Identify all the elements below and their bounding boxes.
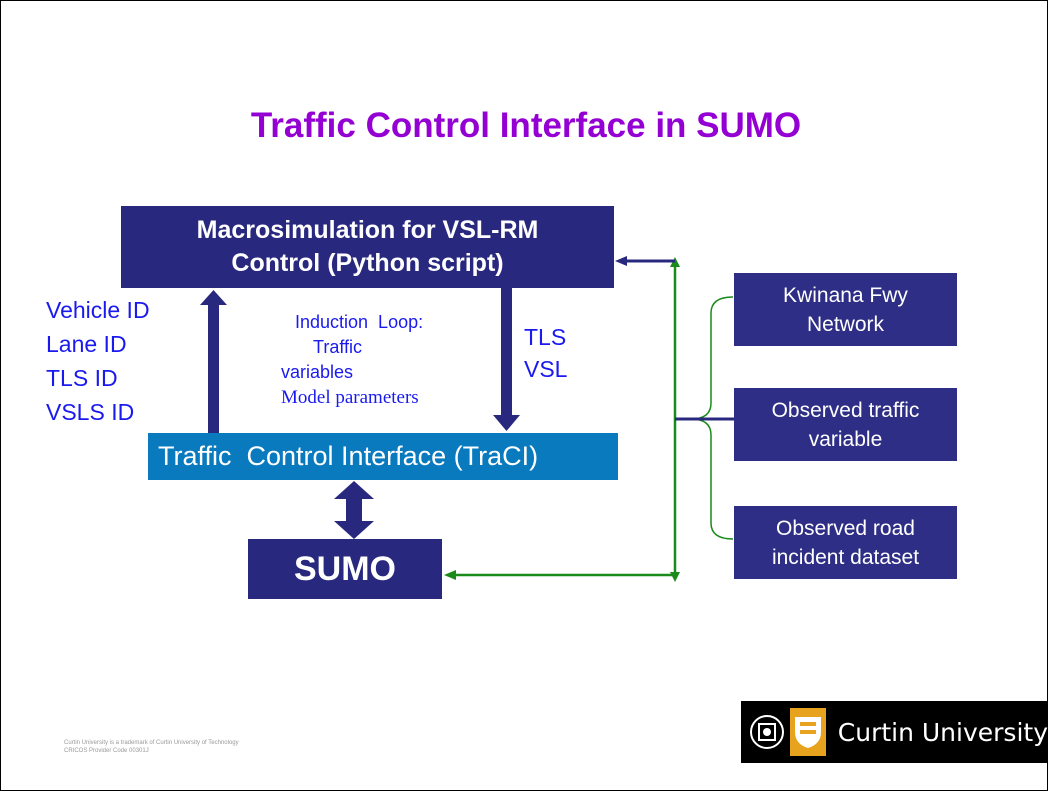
down-arrow (493, 288, 520, 431)
sumo-box: SUMO (248, 539, 442, 599)
footer-trademark: Curtin University is a trademark of Curt… (64, 740, 239, 746)
label-induction-loop: Induction Loop: (295, 312, 424, 332)
traci-box: Traffic Control Interface (TraCI) (148, 433, 618, 480)
slide-title: Traffic Control Interface in SUMO (250, 106, 802, 145)
right-labels: TLS VSL (524, 321, 567, 385)
data-source-traffic-line2: variable (808, 427, 883, 451)
label-lane-id: Lane ID (46, 331, 127, 357)
curtin-shield-icon (790, 708, 826, 756)
green-connector (444, 257, 680, 582)
macrosimulation-line1: Macrosimulation for VSL-RM (196, 216, 539, 244)
footer-text: Curtin University is a trademark of Curt… (64, 739, 239, 755)
data-source-kwinana-line1: Kwinana Fwy (783, 283, 908, 307)
label-tls: TLS (524, 324, 567, 350)
footer-cricos: CRICOS Provider Code 00301J (64, 748, 149, 754)
data-source-traffic: Observed traffic variable (734, 388, 957, 461)
data-source-bracket (675, 296, 734, 540)
data-source-incident-line1: Observed road (776, 516, 915, 540)
label-variables: variables (281, 362, 354, 382)
label-vsl: VSL (524, 356, 568, 382)
data-source-traffic-line1: Observed traffic (771, 398, 920, 422)
left-labels: Vehicle ID Lane ID TLS ID VSLS ID (46, 293, 150, 429)
curtin-logo: Curtin University (741, 701, 1048, 763)
label-model-parameters: Model parameters (281, 387, 419, 408)
curtin-logo-text: Curtin University (837, 717, 1048, 747)
macrosimulation-box: Macrosimulation for VSL-RM Control (Pyth… (121, 206, 614, 288)
label-tls-id: TLS ID (46, 365, 118, 391)
data-source-incident: Observed road incident dataset (734, 506, 957, 579)
data-source-kwinana-line2: Network (806, 312, 885, 336)
university-crest-icon (747, 708, 787, 756)
data-source-incident-line2: incident dataset (771, 545, 920, 569)
bidirectional-arrow (334, 481, 374, 539)
label-traffic: Traffic (313, 337, 363, 357)
label-vsls-id: VSLS ID (46, 399, 135, 425)
macrosimulation-line2: Control (Python script) (231, 249, 504, 277)
up-arrow (200, 290, 227, 433)
label-vehicle-id: Vehicle ID (46, 297, 150, 323)
macro-input-arrow (615, 256, 675, 266)
data-source-kwinana: Kwinana Fwy Network (734, 273, 957, 346)
middle-labels: Induction Loop: Traffic variables Model … (281, 310, 423, 410)
